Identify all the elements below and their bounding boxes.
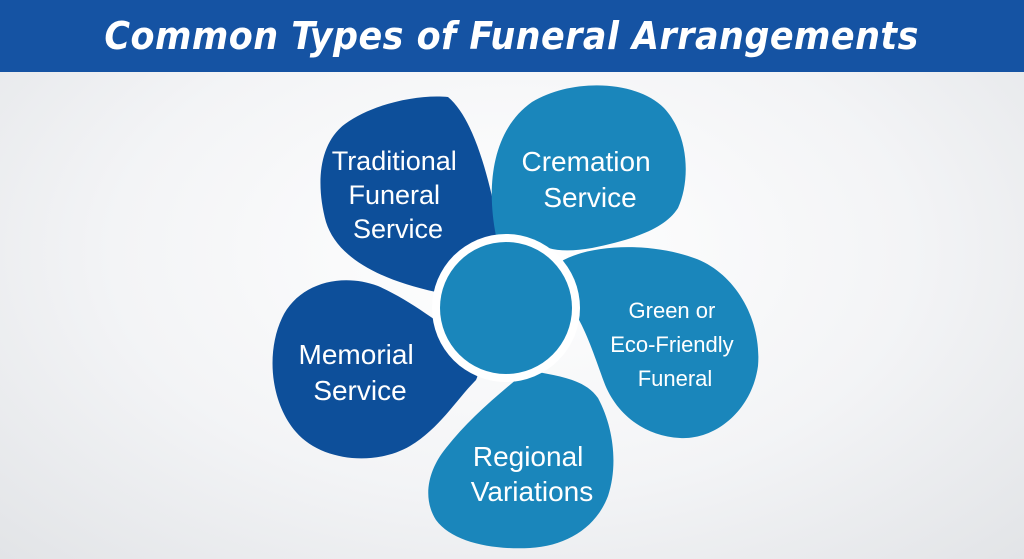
petal-cremation: Cremation Service bbox=[491, 85, 686, 251]
petal-traditional-shape bbox=[320, 96, 500, 292]
center-hub bbox=[440, 242, 572, 374]
title-bar: Common Types of Funeral Arrangements bbox=[0, 0, 1024, 72]
petal-cremation-label: Cremation Service bbox=[522, 146, 659, 213]
petal-regional: Regional Variations bbox=[428, 370, 614, 549]
petal-regional-label: Regional Variations bbox=[471, 441, 593, 507]
petal-green-line-3: Funeral bbox=[638, 366, 713, 391]
petal-cremation-shape bbox=[491, 85, 686, 251]
petal-traditional: Traditional Funeral Service bbox=[320, 96, 500, 292]
petal-traditional-line-3: Service bbox=[353, 214, 443, 244]
petal-memorial-line-1: Memorial bbox=[299, 339, 414, 370]
petal-regional-line-1: Regional bbox=[473, 441, 584, 472]
petal-green-shape bbox=[560, 247, 759, 439]
petal-green-label: Green or Eco-Friendly Funeral bbox=[610, 298, 740, 391]
petal-regional-line-2: Variations bbox=[471, 476, 593, 507]
petal-green: Green or Eco-Friendly Funeral bbox=[560, 247, 759, 439]
petal-regional-shape bbox=[428, 370, 614, 549]
page-title: Common Types of Funeral Arrangements bbox=[104, 14, 920, 58]
petal-green-line-1: Green or bbox=[629, 298, 716, 323]
petal-cremation-line-2: Service bbox=[543, 182, 636, 213]
petal-memorial-label: Memorial Service bbox=[299, 339, 422, 406]
petal-traditional-label: Traditional Funeral Service bbox=[332, 146, 465, 244]
petal-traditional-line-2: Funeral bbox=[348, 180, 440, 210]
petal-memorial-shape bbox=[272, 280, 479, 459]
petal-traditional-line-1: Traditional bbox=[332, 146, 457, 176]
petal-cremation-line-1: Cremation bbox=[522, 146, 651, 177]
petal-memorial-line-2: Service bbox=[313, 375, 406, 406]
petal-memorial: Memorial Service bbox=[272, 280, 479, 459]
petal-green-line-2: Eco-Friendly bbox=[610, 332, 733, 357]
